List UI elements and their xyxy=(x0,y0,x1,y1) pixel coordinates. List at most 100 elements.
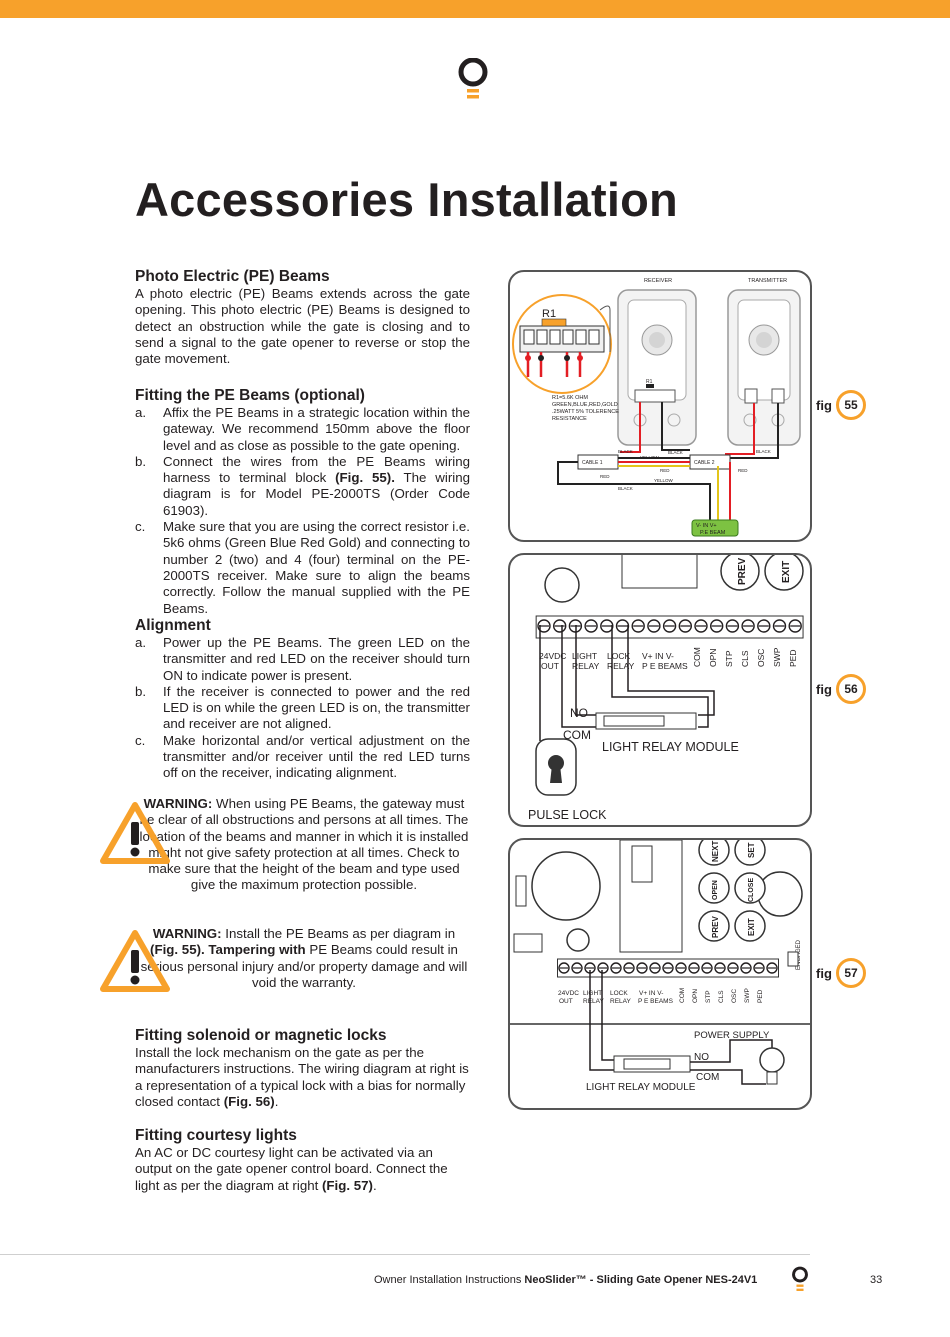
yellow-label: YELLOW xyxy=(654,478,674,483)
courtesy-section: Fitting courtesy lights An AC or DC cour… xyxy=(135,1127,470,1194)
term-pe-beams: P E BEAMS xyxy=(638,998,674,1005)
term-stp: STP xyxy=(705,990,712,1003)
svg-text:.25WATT 5% TOLERENCE: .25WATT 5% TOLERENCE xyxy=(552,409,619,415)
term-opn: OPN xyxy=(708,649,718,667)
term-osc: OSC xyxy=(756,649,766,667)
prev-button-graphic xyxy=(698,910,730,942)
term-osc: OSC xyxy=(731,989,738,1003)
svg-text:RESISTANCE: RESISTANCE xyxy=(552,416,587,422)
fig55-wiring-diagram: RECEIVER TRANSMITTER R1 R1 R1=5.6K OHM G… xyxy=(508,270,812,542)
term-cls: CLS xyxy=(718,990,725,1003)
terminal-zoom-callout xyxy=(512,294,612,394)
term-light: LIGHT xyxy=(583,990,602,997)
warning-pe-clearance: WARNING: When using PE Beams, the gatewa… xyxy=(100,796,470,894)
set-button-graphic xyxy=(734,840,766,866)
r1-small-label: R1 xyxy=(646,379,653,385)
locks-body: Install the lock mechanism on the gate a… xyxy=(135,1045,469,1109)
term-ped: PED xyxy=(757,989,764,1003)
top-accent-bar xyxy=(0,0,950,18)
black-label: BLACK xyxy=(618,486,633,491)
red-label: RED xyxy=(738,468,748,473)
term-out: OUT xyxy=(541,661,559,671)
term-vin: V+ IN V- xyxy=(642,651,674,661)
r1-label: R1 xyxy=(542,308,556,320)
term-com: COM xyxy=(692,647,702,667)
cable1-label: CABLE 1 xyxy=(582,460,603,466)
list-item: b.Connect the wires from the PE Beams wi… xyxy=(135,453,471,518)
courtesy-body: An AC or DC courtesy light can be activa… xyxy=(135,1145,448,1193)
term-swp: SWP xyxy=(772,647,782,667)
list-item: c.Make sure that you are using the corre… xyxy=(135,519,470,616)
engaged-label: ENGAGED xyxy=(796,939,802,970)
footer-divider xyxy=(0,1254,810,1255)
buzzer xyxy=(757,871,803,917)
close-label: CLOSE xyxy=(748,878,755,902)
list-item: a.Affix the PE Beams in a strategic loca… xyxy=(135,405,470,453)
transmitter-label: TRANSMITTER xyxy=(748,278,787,284)
bulb-logo-icon xyxy=(792,1266,808,1291)
term-lock-relay: RELAY xyxy=(610,998,631,1005)
set-label: SET xyxy=(747,842,756,858)
exit-label: EXIT xyxy=(781,561,792,583)
warning-triangle-icon xyxy=(100,930,170,992)
locks-section: Fitting solenoid or magnetic locks Insta… xyxy=(135,1027,470,1110)
terminal-block xyxy=(557,958,779,978)
resistor-note: R1=5.6K OHM xyxy=(552,395,588,401)
prev-button-graphic xyxy=(720,555,760,591)
term-ped: PED xyxy=(788,650,798,667)
locks-heading: Fitting solenoid or magnetic locks xyxy=(135,1027,387,1044)
fuse xyxy=(515,875,527,907)
footer-text: Owner Installation Instructions NeoSlide… xyxy=(374,1274,758,1286)
open-button-graphic xyxy=(698,872,730,904)
cable2-label: CABLE 2 xyxy=(694,460,715,466)
term-out: OUT xyxy=(559,998,573,1005)
receiver-unit xyxy=(617,289,697,446)
pe-beam-terminal-top: V- IN V+ xyxy=(696,523,717,529)
term-com: COM xyxy=(679,988,686,1003)
exit-label: EXIT xyxy=(747,918,756,936)
term-24vdc: 24VDC xyxy=(539,651,566,661)
next-button-graphic xyxy=(698,840,730,866)
fig57-wiring-diagram: NEXT SET OPEN CLOSE PREV EXIT ENGAGED 24… xyxy=(508,838,812,1110)
page-number: 33 xyxy=(870,1274,883,1286)
relay-block xyxy=(621,555,698,589)
term-lock: LOCK xyxy=(607,651,630,661)
pulse-lock-graphic xyxy=(535,738,577,796)
prev-label: PREV xyxy=(711,916,720,938)
term-stp: STP xyxy=(724,650,734,667)
term-24vdc: 24VDC xyxy=(558,990,579,997)
prev-label: PREV xyxy=(737,557,748,585)
pe-beams-heading: Photo Electric (PE) Beams xyxy=(135,268,330,285)
term-pe-beams: P E BEAMS xyxy=(642,661,688,671)
fig57-badge: fig 57 xyxy=(816,958,866,990)
power-supply-label: POWER SUPPLY xyxy=(694,1030,770,1041)
warning-triangle-icon xyxy=(100,802,170,864)
terminal-block xyxy=(535,615,804,639)
fig55-badge: fig 55 xyxy=(816,390,866,422)
term-lock-relay: RELAY xyxy=(607,661,635,671)
light-wiring xyxy=(589,970,785,1085)
page-title: Accessories Installation xyxy=(135,173,678,226)
com-label: COM xyxy=(696,1072,719,1083)
term-vin: V+ IN V- xyxy=(639,990,663,997)
alignment-heading: Alignment xyxy=(135,617,211,634)
light-relay-module-label: LIGHT RELAY MODULE xyxy=(602,740,739,754)
fitting-pe-heading: Fitting the PE Beams (optional) xyxy=(135,387,365,404)
connector xyxy=(631,845,653,883)
engaged-jumper xyxy=(787,951,799,967)
relay-block xyxy=(619,840,683,953)
close-button-graphic xyxy=(734,872,766,904)
courtesy-heading: Fitting courtesy lights xyxy=(135,1127,297,1144)
list-item: b.If the receiver is connected to power … xyxy=(135,683,470,732)
black-label: BLACK xyxy=(756,449,771,454)
next-label: NEXT xyxy=(711,841,720,862)
no-label: NO xyxy=(570,706,588,720)
capacitor xyxy=(544,567,580,603)
wiring-harness xyxy=(557,402,779,537)
term-lock: LOCK xyxy=(610,990,628,997)
exit-button-graphic xyxy=(764,555,804,591)
capacitor xyxy=(531,851,601,921)
exit-button-graphic xyxy=(734,910,766,942)
warning-tampering: WARNING: Install the PE Beams as per dia… xyxy=(100,926,470,992)
term-relay: RELAY xyxy=(583,998,604,1005)
